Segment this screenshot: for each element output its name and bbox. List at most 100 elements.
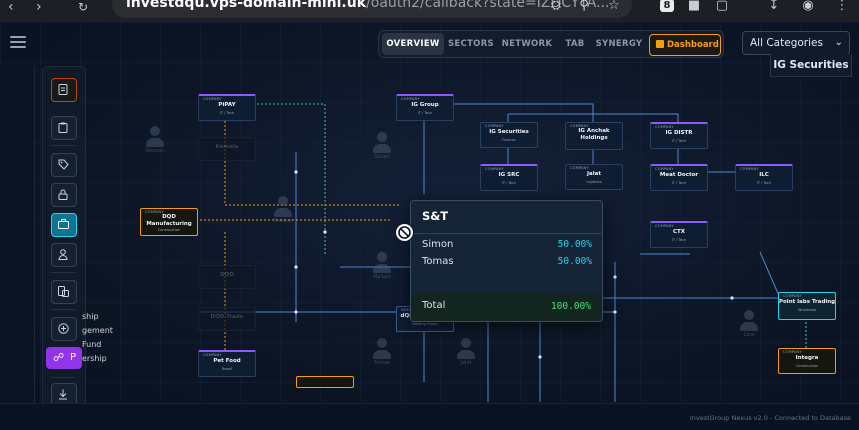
portfolio-button[interactable] bbox=[51, 213, 77, 237]
company-node-dqd-manufacturing[interactable]: COMPANY DQD Manufacturing Construction bbox=[140, 208, 198, 236]
lock-button[interactable] bbox=[51, 183, 77, 207]
junction-dot bbox=[294, 265, 298, 269]
person-badge-icon bbox=[58, 249, 68, 260]
extension-badge[interactable]: 8 bbox=[660, 0, 674, 12]
node-name: IG Securities bbox=[489, 129, 529, 135]
company-node-ig-group[interactable]: COMPANY IG Group IT / Tech bbox=[396, 94, 454, 121]
dashboard-label: Dashboard bbox=[667, 40, 719, 50]
node-name: Kemala bbox=[215, 144, 239, 150]
legend-item: Fund bbox=[82, 340, 102, 349]
person-node[interactable]: Kensan bbox=[146, 126, 164, 154]
company-node-point-labs[interactable]: COMPANY Point labs Trading Wholesale bbox=[778, 292, 836, 320]
company-node-ctx[interactable]: COMPANY CTX IT / Tech bbox=[650, 221, 708, 248]
tooltip-row: Tomas 50.00% bbox=[422, 256, 592, 270]
profile-icon[interactable]: ◉ bbox=[802, 0, 814, 13]
forward-icon[interactable]: › bbox=[36, 0, 42, 15]
reload-icon[interactable]: ↻ bbox=[78, 0, 89, 14]
left-rail bbox=[0, 66, 35, 407]
node-name: DQD bbox=[220, 272, 234, 278]
report-icon bbox=[58, 84, 68, 95]
legend-item: ship bbox=[82, 312, 99, 321]
ghost-node[interactable]: DQD bbox=[198, 265, 256, 289]
person-node[interactable]: Simon bbox=[373, 132, 391, 160]
person-node[interactable]: Jalat bbox=[457, 338, 475, 366]
window-icon[interactable]: ▢ bbox=[715, 0, 729, 13]
person-node[interactable]: Tomas bbox=[373, 338, 391, 366]
back-icon[interactable]: ‹ bbox=[8, 0, 14, 15]
company-node-ig-securities[interactable]: COMPANY IG Securities Finance bbox=[480, 122, 538, 148]
node-name: Integra bbox=[795, 355, 819, 361]
search-icon[interactable]: ⚲ bbox=[579, 0, 589, 13]
person-label: Lina bbox=[743, 332, 755, 338]
tab-network[interactable]: NETWORK bbox=[501, 39, 553, 49]
node-sector: Retail bbox=[222, 367, 232, 371]
tab-sectors[interactable]: SECTORS bbox=[448, 39, 494, 49]
company-node-ilc[interactable]: COMPANY ILC IT / Tech bbox=[735, 164, 793, 191]
url-domain: investdqu.vps-domain-mini.uk bbox=[126, 0, 367, 11]
node-sector: Wholesale bbox=[797, 308, 817, 312]
lock-icon bbox=[58, 189, 68, 200]
tab-dashboard[interactable]: Dashboard bbox=[649, 34, 721, 56]
company-node-ig-src[interactable]: COMPANY IG SRC IT / Tech bbox=[480, 164, 538, 191]
node-category: COMPANY bbox=[401, 97, 420, 101]
company-node-pipay[interactable]: COMPANY PiPAY IT / Tech bbox=[198, 94, 256, 121]
tab-tab[interactable]: TAB bbox=[565, 39, 585, 49]
browser-toolbar: ‹ › ↻ investdqu.vps-domain-mini.uk/oauth… bbox=[0, 0, 859, 22]
report-button[interactable] bbox=[51, 78, 77, 102]
company-node-ig-anchak[interactable]: COMPANY IG Anchak Holdings bbox=[565, 122, 623, 150]
person-label: Kensan bbox=[145, 148, 165, 154]
menu-icon[interactable]: ⋮ bbox=[835, 0, 849, 13]
ghost-node[interactable]: Kemala bbox=[198, 137, 256, 161]
node-category: COMPANY bbox=[570, 124, 589, 128]
person-label: Jalat bbox=[460, 360, 472, 366]
node-name: Jalat bbox=[587, 171, 601, 177]
ghost-node[interactable]: DQD Trade bbox=[198, 307, 256, 331]
node-category: COMPANY bbox=[145, 210, 164, 214]
category-select-value: All Categories bbox=[750, 37, 823, 49]
node-sector: IT / Tech bbox=[501, 181, 517, 185]
company-node-pet-food[interactable]: COMPANY Pet Food Retail bbox=[198, 350, 256, 377]
selected-entity-panel: IG Securities bbox=[770, 54, 852, 77]
stack-button[interactable] bbox=[51, 280, 77, 304]
clipboard-button[interactable] bbox=[51, 116, 77, 140]
category-select[interactable]: All Categories ⌄ bbox=[742, 31, 850, 55]
owner-name: Simon bbox=[422, 239, 454, 250]
edge-side bbox=[759, 251, 781, 299]
address-bar[interactable]: investdqu.vps-domain-mini.uk/oauth2/call… bbox=[112, 0, 632, 18]
tag-button[interactable] bbox=[51, 153, 77, 177]
node-category: COMPANY bbox=[740, 167, 759, 171]
person-node[interactable]: Lina bbox=[740, 310, 758, 338]
node-category: COMPANY bbox=[203, 353, 222, 357]
download-tray-icon[interactable]: ↧ bbox=[768, 0, 780, 13]
tab-overview[interactable]: OVERVIEW bbox=[382, 33, 444, 55]
company-node-partial[interactable] bbox=[296, 376, 354, 388]
star-icon[interactable]: ☆ bbox=[608, 0, 620, 13]
translate-icon[interactable]: ⛭ bbox=[550, 0, 562, 13]
total-label: Total bbox=[422, 300, 446, 311]
tab-synergy[interactable]: SYNERGY bbox=[595, 39, 643, 49]
no-entry-icon bbox=[395, 223, 414, 242]
node-category: COMPANY bbox=[655, 125, 674, 129]
company-node-integra[interactable]: COMPANY Integra Construction bbox=[778, 348, 836, 374]
person-button[interactable] bbox=[51, 243, 77, 267]
view-tabs: OVERVIEW SECTORS NETWORK TAB SYNERGY Das… bbox=[378, 30, 724, 58]
status-text: InvestGroup Nexus v2.0 - Connected to Da… bbox=[689, 414, 851, 422]
tooltip-divider bbox=[411, 233, 602, 234]
add-button[interactable] bbox=[51, 317, 77, 341]
node-sector: Construction bbox=[795, 364, 819, 368]
node-name: IG Anchak Holdings bbox=[578, 128, 610, 141]
hamburger-menu-icon[interactable] bbox=[10, 36, 26, 50]
edge-pipay-dashed bbox=[253, 103, 326, 255]
person-node[interactable]: Malaya bbox=[373, 252, 391, 280]
plus-circle-icon bbox=[58, 323, 69, 334]
company-node-jalat[interactable]: COMPANY Jalat Logistics bbox=[565, 164, 623, 190]
owner-pct: 50.00% bbox=[557, 239, 592, 250]
link-button[interactable]: ☍ P bbox=[46, 347, 82, 369]
node-name: IG Group bbox=[411, 102, 439, 108]
node-category: COMPANY bbox=[485, 124, 504, 128]
person-node[interactable]: Thomas bbox=[273, 196, 293, 224]
extension-icon[interactable]: ■ bbox=[687, 0, 701, 13]
dashboard-icon bbox=[656, 40, 664, 48]
company-node-meat-doctor[interactable]: COMPANY Meat Doctor IT / Tech bbox=[650, 164, 708, 191]
company-node-ig-distr[interactable]: COMPANY IG DISTR IT / Tech bbox=[650, 122, 708, 149]
